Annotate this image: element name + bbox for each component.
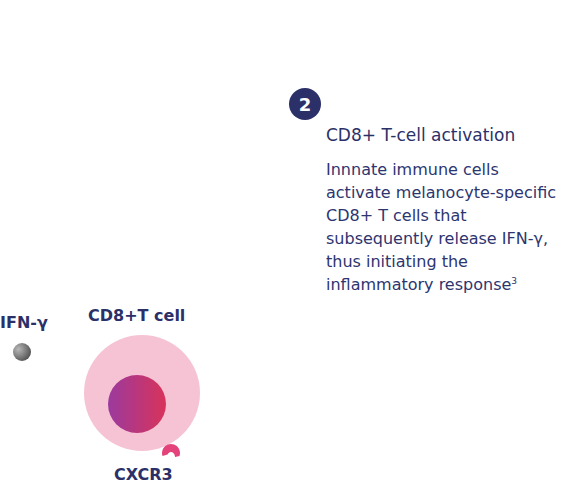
callout-number: 2 bbox=[289, 88, 321, 120]
step-body: Innnate immune cells activate melanocyte… bbox=[326, 158, 558, 296]
cell-shape bbox=[84, 335, 230, 481]
ifn-gamma-molecule bbox=[13, 343, 31, 361]
t-cell: CD8+T cell bbox=[84, 335, 200, 451]
cell-membrane bbox=[84, 335, 200, 451]
receptor-symbol bbox=[162, 444, 180, 457]
cell-heading: CD8+T cell bbox=[88, 306, 185, 325]
step-heading: CD8+ T-cell activation bbox=[326, 125, 515, 145]
receptor-label: CXCR3 bbox=[114, 465, 173, 484]
reference-number: 3 bbox=[511, 276, 517, 286]
callout-circle bbox=[289, 88, 321, 120]
molecule-label: IFN-γ bbox=[0, 313, 48, 332]
cell-nucleus bbox=[108, 375, 166, 433]
